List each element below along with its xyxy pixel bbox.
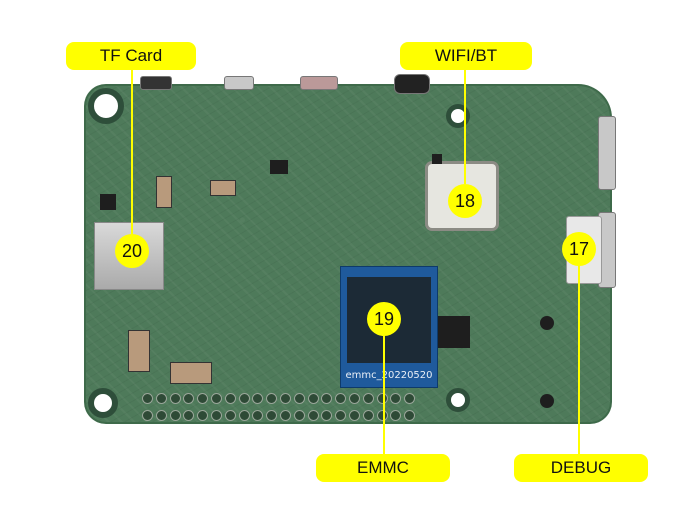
- gpio-pin: [362, 393, 374, 404]
- gpio-pin: [224, 410, 236, 421]
- tf-card-slot: [94, 222, 164, 290]
- gpio-pin: [197, 393, 209, 404]
- callout-line-tf-card: [131, 70, 133, 240]
- capacitor: [128, 330, 150, 372]
- gpio-pin: [183, 393, 195, 404]
- gpio-pin: [169, 393, 181, 404]
- emmc-chip: emmc_20220520: [340, 266, 438, 388]
- gpio-pin: [266, 410, 278, 421]
- gpio-pin: [142, 410, 153, 421]
- gpio-pin: [376, 410, 388, 421]
- audio-jack: [394, 74, 430, 94]
- mounting-hole: [446, 104, 470, 128]
- usb-port-1: [598, 116, 616, 190]
- gpio-pin: [238, 410, 250, 421]
- ic-chip: [438, 316, 470, 348]
- ic-chip: [432, 154, 442, 164]
- emmc-marking: emmc_20220520: [345, 370, 433, 381]
- gpio-pin: [155, 410, 167, 421]
- top-connector-1: [140, 76, 172, 90]
- callout-label-tf-card: TF Card: [66, 42, 196, 70]
- gpio-pin: [183, 410, 195, 421]
- top-connector-3: [300, 76, 338, 90]
- gpio-pin: [211, 410, 222, 421]
- gpio-pin: [390, 410, 402, 421]
- callout-line-wifi-bt: [464, 68, 466, 184]
- capacitor: [170, 362, 212, 384]
- gpio-pin: [211, 393, 222, 404]
- callout-number-wifi-bt: 18: [448, 184, 482, 218]
- callout-number-emmc: 19: [367, 302, 401, 336]
- capacitor: [210, 180, 236, 196]
- gpio-pin: [349, 410, 360, 421]
- gpio-pin: [390, 393, 402, 404]
- ic-chip: [270, 160, 288, 174]
- gpio-pin: [142, 393, 153, 404]
- gpio-pin: [252, 393, 264, 404]
- gpio-pin: [362, 410, 374, 421]
- gpio-pin: [335, 410, 347, 421]
- capacitor: [156, 176, 172, 208]
- gpio-pin: [280, 410, 291, 421]
- gpio-pin: [307, 393, 319, 404]
- gpio-pin: [266, 393, 278, 404]
- gpio-pin: [197, 410, 209, 421]
- gpio-pin: [252, 410, 264, 421]
- transistor: [540, 394, 554, 408]
- callout-line-debug: [578, 250, 580, 456]
- mounting-hole: [446, 388, 470, 412]
- gpio-pin: [293, 393, 305, 404]
- gpio-pin: [376, 393, 388, 404]
- transistor: [540, 316, 554, 330]
- gpio-pin: [155, 393, 167, 404]
- ic-chip: [100, 194, 116, 210]
- callout-label-emmc: EMMC: [316, 454, 450, 482]
- gpio-pin: [169, 410, 181, 421]
- gpio-pin: [349, 393, 360, 404]
- gpio-pin: [307, 410, 319, 421]
- gpio-pin: [238, 393, 250, 404]
- gpio-pin: [224, 393, 236, 404]
- gpio-pin: [404, 393, 416, 404]
- gpio-pin: [335, 393, 347, 404]
- callout-number-debug: 17: [562, 232, 596, 266]
- callout-label-debug: DEBUG: [514, 454, 648, 482]
- mounting-hole: [88, 388, 118, 418]
- mounting-hole: [88, 88, 124, 124]
- gpio-pin: [321, 393, 333, 404]
- top-connector-2: [224, 76, 254, 90]
- gpio-pin: [293, 410, 305, 421]
- gpio-pin: [280, 393, 291, 404]
- gpio-pin: [321, 410, 333, 421]
- gpio-pin: [404, 410, 416, 421]
- callout-line-emmc: [383, 318, 385, 456]
- callout-label-wifi-bt: WIFI/BT: [400, 42, 532, 70]
- callout-number-tf-card: 20: [115, 234, 149, 268]
